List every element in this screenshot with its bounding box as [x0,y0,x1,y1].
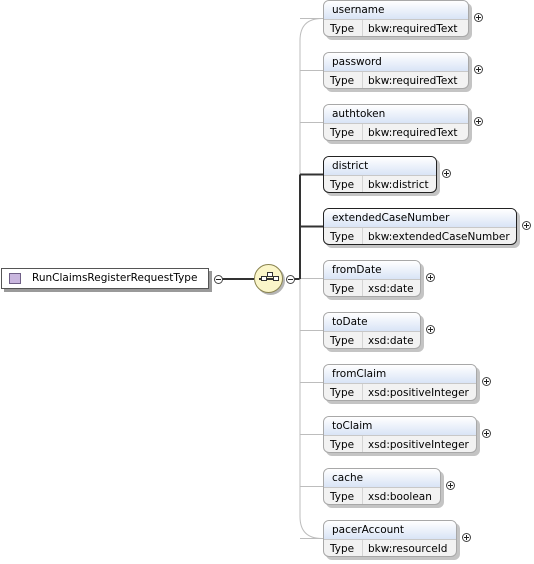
element-type-row: Type bkw:resourceId [324,540,456,556]
type-divider [362,436,363,452]
type-divider [362,124,363,140]
type-key-label: Type [330,543,355,555]
element-name: pacerAccount [324,521,456,540]
element-type-value: xsd:boolean [368,491,432,503]
type-key-label: Type [330,23,355,35]
element-type-row: Type bkw:requiredText [324,72,468,88]
element-type-row: Type bkw:district [324,176,436,192]
element-type-row: Type xsd:positiveInteger [324,384,476,400]
type-key-label: Type [330,335,355,347]
element-name: username [324,1,468,20]
sequence-box-icon [261,276,267,281]
expand-toggle-fromDate[interactable] [426,273,435,282]
expand-toggle-fromClaim[interactable] [482,377,491,386]
root-complex-type[interactable]: RunClaimsRegisterRequestType [1,268,209,289]
root-type-label: RunClaimsRegisterRequestType [32,272,198,284]
expand-toggle-cache[interactable] [446,481,455,490]
type-key-label: Type [330,127,355,139]
element-type-value: bkw:requiredText [368,23,458,35]
type-key-label: Type [330,179,355,191]
sequence-bar [259,278,278,280]
element-type-value: xsd:positiveInteger [368,439,469,451]
element-name: toClaim [324,417,476,436]
element-type-row: Type bkw:requiredText [324,20,468,36]
element-type-row: Type xsd:positiveInteger [324,436,476,452]
expand-toggle-district[interactable] [442,169,451,178]
sequence-box-icon [273,276,279,281]
root-collapse-toggle[interactable] [214,275,223,284]
type-divider [362,488,363,504]
element-type-row: Type bkw:requiredText [324,124,468,140]
expand-toggle-authtoken[interactable] [474,117,483,126]
type-divider [362,176,363,192]
sequence-collapse-toggle[interactable] [286,275,295,284]
expand-toggle-extendedCaseNumber[interactable] [522,221,531,230]
type-divider [362,228,363,244]
element-type-value: bkw:requiredText [368,75,458,87]
expand-toggle-username[interactable] [474,13,483,22]
type-key-label: Type [330,439,355,451]
type-key-label: Type [330,283,355,295]
expand-toggle-password[interactable] [474,65,483,74]
element-name: password [324,53,468,72]
type-divider [362,540,363,556]
element-name: extendedCaseNumber [324,209,516,228]
type-divider [362,20,363,36]
element-type-row: Type xsd:date [324,332,420,348]
expand-toggle-pacerAccount[interactable] [462,533,471,542]
sequence-box-icon [267,272,273,277]
element-type-value: xsd:positiveInteger [368,387,469,399]
element-type-value: xsd:date [368,335,414,347]
sequence-compositor[interactable] [254,264,283,293]
element-type-value: bkw:extendedCaseNumber [368,231,510,243]
type-key-label: Type [330,491,355,503]
element-type-value: bkw:requiredText [368,127,458,139]
type-key-label: Type [330,387,355,399]
element-type-row: Type xsd:boolean [324,488,440,504]
element-type-value: bkw:resourceId [368,543,448,555]
type-divider [362,280,363,296]
expand-toggle-toDate[interactable] [426,325,435,334]
element-name: cache [324,469,440,488]
expand-toggle-toClaim[interactable] [482,429,491,438]
type-divider [362,332,363,348]
element-name: toDate [324,313,420,332]
element-type-value: xsd:date [368,283,414,295]
complex-type-icon [9,273,21,284]
type-key-label: Type [330,75,355,87]
element-name: district [324,157,436,176]
type-divider [362,72,363,88]
element-type-row: Type bkw:extendedCaseNumber [324,228,516,244]
element-name: fromDate [324,261,420,280]
type-divider [362,384,363,400]
element-name: authtoken [324,105,468,124]
element-name: fromClaim [324,365,476,384]
type-key-label: Type [330,231,355,243]
element-type-value: bkw:district [368,179,429,191]
element-type-row: Type xsd:date [324,280,420,296]
